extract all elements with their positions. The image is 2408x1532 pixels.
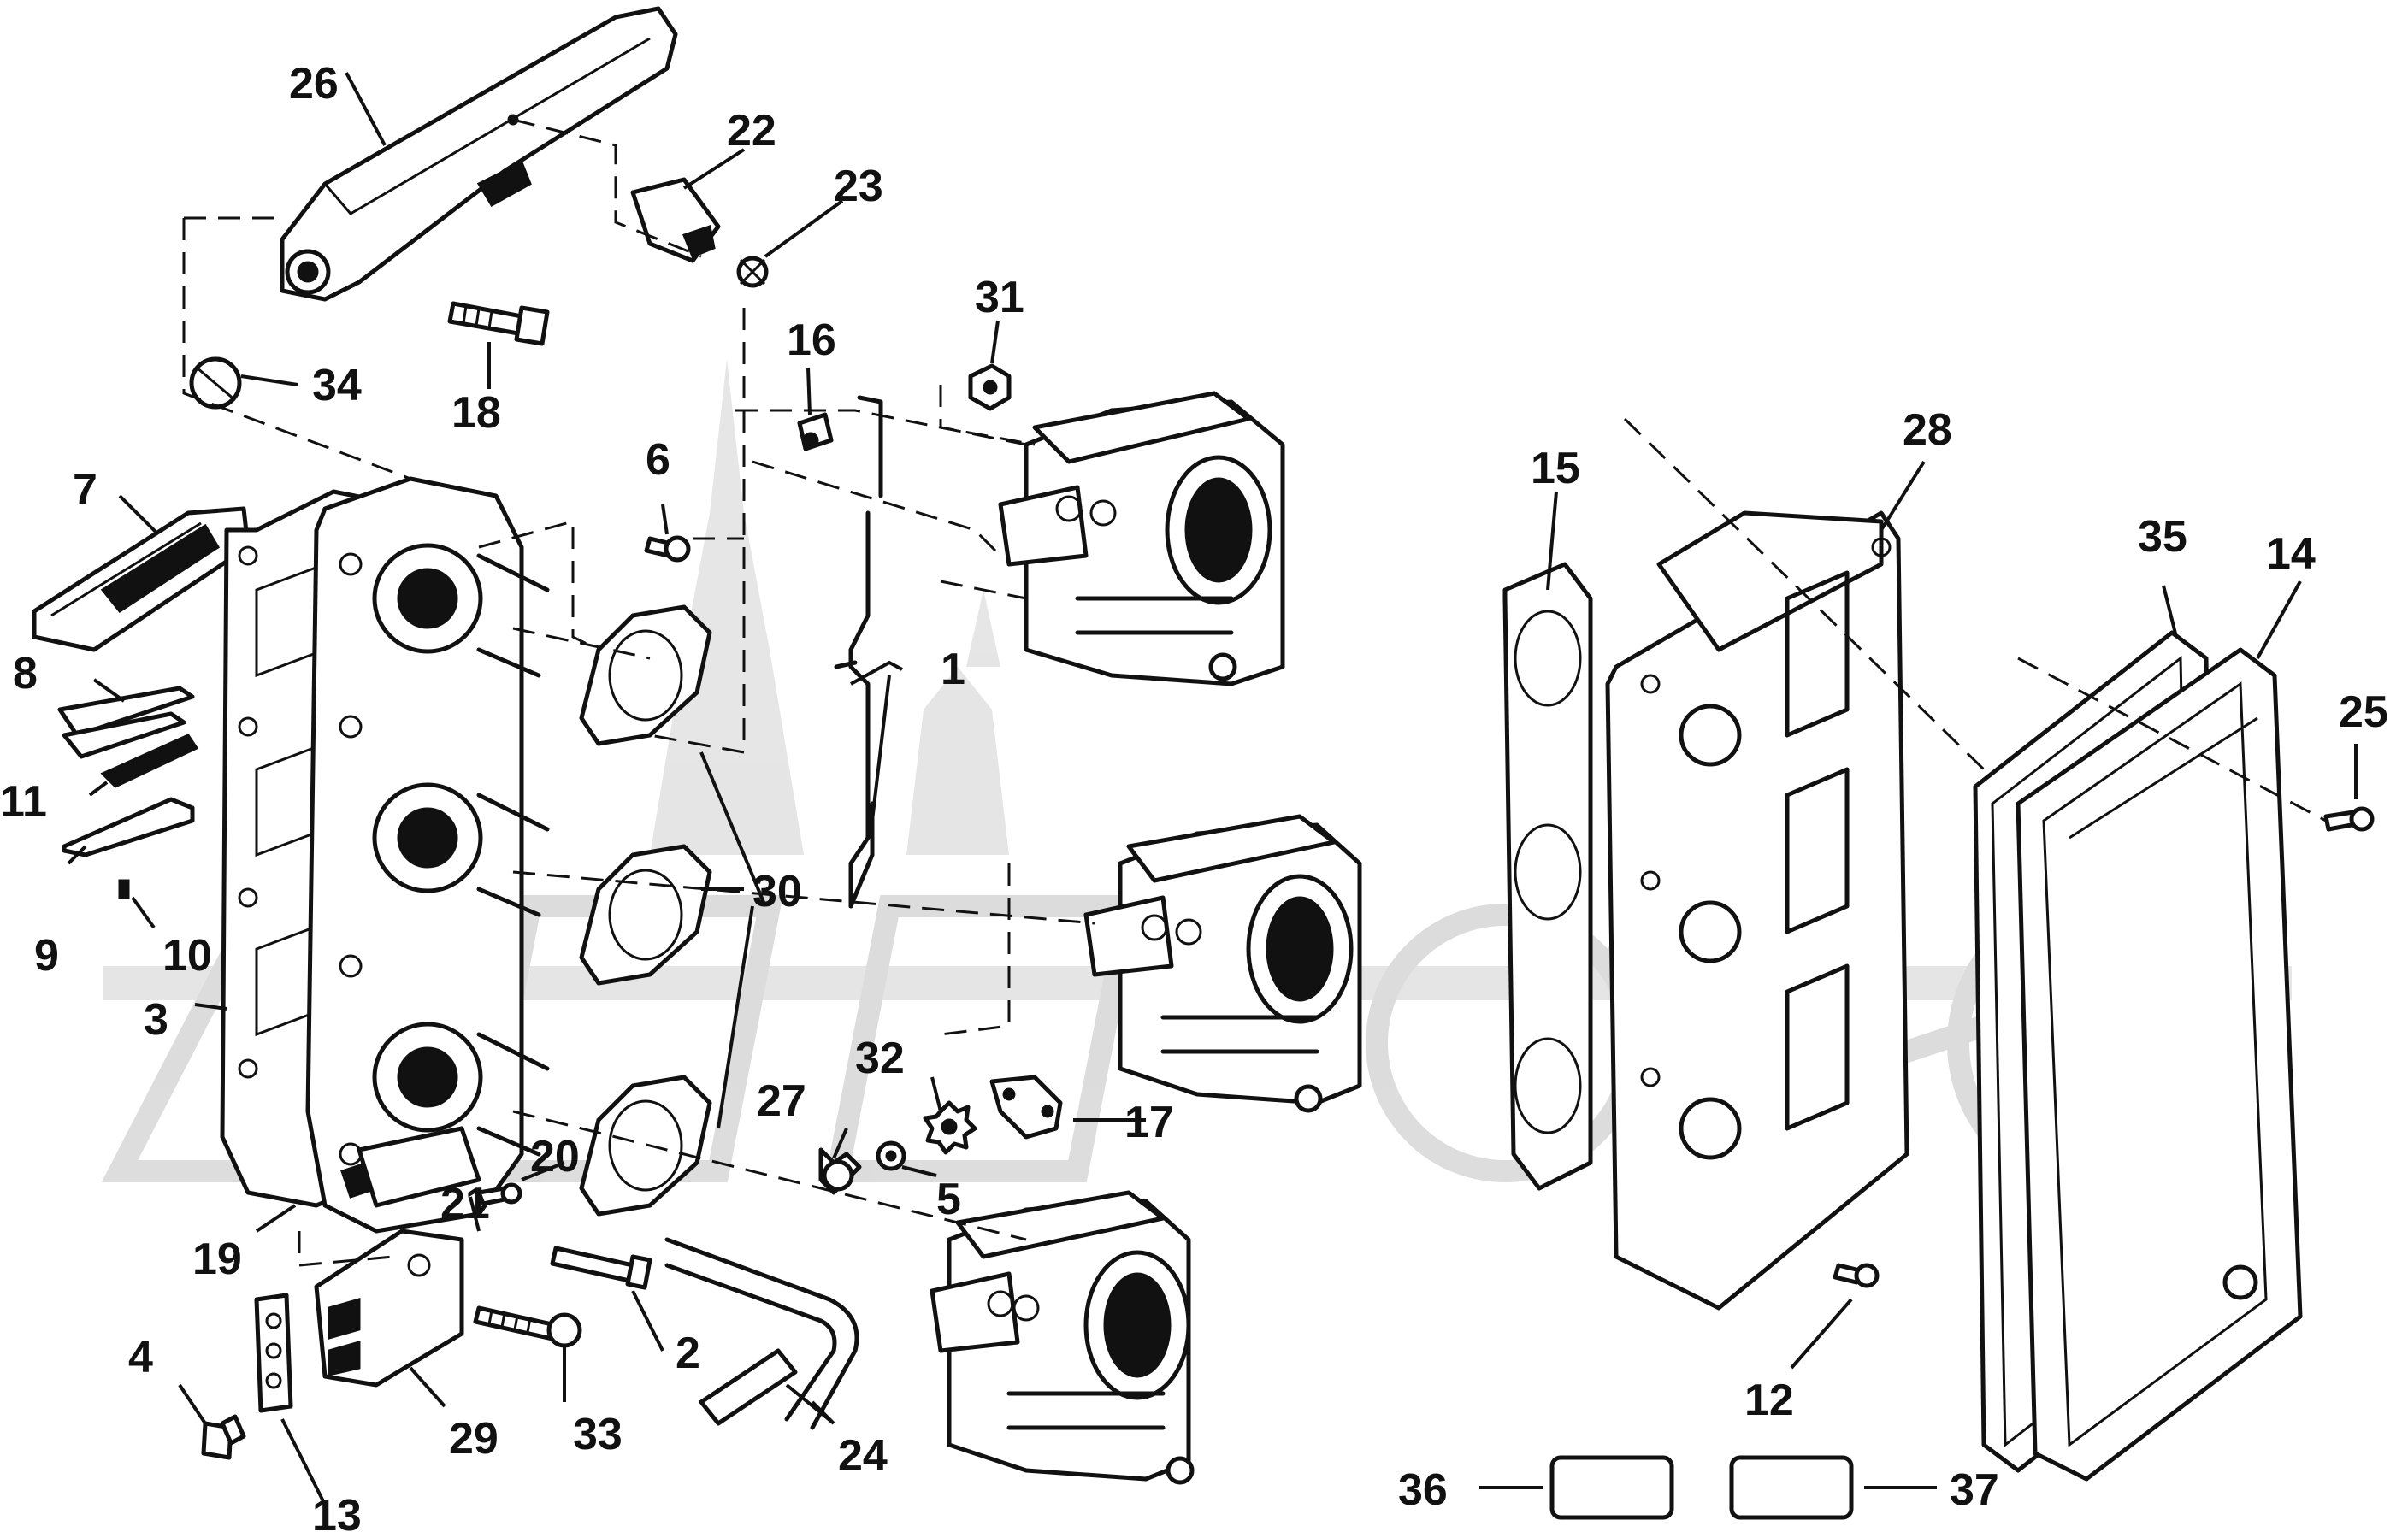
part-28-silencer-base [1605,510,1909,1311]
part-23-screw [736,256,769,288]
part-9-reed-plate [62,797,195,857]
part-29-mount-block [314,1229,464,1388]
callout-34: 34 [312,361,362,410]
callout-29: 29 [449,1414,499,1464]
part-37-decal [1729,1455,1854,1520]
assembly-lines [182,118,2327,1267]
part-15-gasket [1502,562,1593,1191]
part-22-clip [630,177,721,263]
part-19-intake-manifold [305,476,550,1234]
callout-2: 2 [676,1329,700,1378]
callout-20: 20 [530,1132,580,1181]
part-11-reed-stop [100,734,199,788]
callout-14: 14 [2266,529,2316,579]
part-8-reed-petals [57,686,195,759]
callout-13: 13 [312,1491,362,1532]
callout-21: 21 [440,1179,490,1229]
callout-6: 6 [646,435,670,485]
part-2-bolt [550,1246,652,1290]
part-1-linkage-rods [834,395,883,909]
part-21-bracket [357,1126,481,1208]
part-33-screw [473,1305,582,1348]
callout-8: 8 [13,649,38,698]
callout-22: 22 [727,106,776,156]
part-34-plug [189,356,242,410]
callout-10: 10 [162,931,212,981]
part-31-nut [968,363,1012,411]
part-14-silencer-cover [2016,647,2303,1482]
part-13-shim [254,1293,293,1413]
callout-11: 11 [0,777,47,827]
carburetor-bottom [930,1190,1195,1485]
part-30-carb-gaskets [579,604,712,1217]
part-12-screw [1833,1263,1880,1288]
part-26-lever-arm [280,6,678,302]
callout-26: 26 [289,59,339,109]
callout-labels: 26 22 23 34 18 7 8 11 9 10 3 6 16 31 1 3… [0,59,2388,1532]
callout-28: 28 [1903,405,1952,455]
part-5-washer [876,1140,906,1171]
part-4-bolt [201,1414,246,1460]
part-16-fitting [797,412,834,451]
part-36-decal [1549,1455,1674,1520]
callout-19: 19 [192,1234,242,1284]
part-27-screw [818,1147,862,1195]
callout-37: 37 [1950,1465,1999,1515]
callout-7: 7 [73,465,97,515]
part-25-screw [2323,806,2375,832]
callout-1: 1 [941,645,965,694]
callout-25: 25 [2339,687,2388,737]
part-6-screw [644,535,691,563]
callout-15: 15 [1531,444,1580,493]
callout-36: 36 [1398,1465,1448,1515]
callout-18: 18 [452,388,501,438]
callout-9: 9 [34,931,59,981]
part-7-reed-block [32,506,251,652]
callout-31: 31 [975,273,1024,322]
callout-33: 33 [573,1410,623,1459]
callout-35: 35 [2138,512,2187,562]
callout-3: 3 [144,995,168,1045]
carburetor-middle [1083,814,1362,1113]
carburetor-top [998,391,1285,686]
callout-23: 23 [834,162,883,211]
callout-12: 12 [1744,1376,1794,1425]
callout-30: 30 [752,867,802,916]
callout-5: 5 [936,1175,961,1224]
callout-32: 32 [855,1034,905,1083]
part-32-star-washer [923,1100,977,1155]
part-10-small-screw [118,879,130,899]
part-18-bolt [447,301,550,346]
part-20-screw [476,1182,522,1206]
leader-lines [67,72,2358,1505]
callout-16: 16 [787,315,836,365]
part-24-fuel-hose [664,1237,859,1430]
callout-17: 17 [1124,1098,1174,1147]
part-17-bracket [989,1075,1063,1140]
callout-24: 24 [838,1431,888,1481]
callout-4: 4 [128,1333,153,1382]
callout-27: 27 [757,1076,806,1126]
